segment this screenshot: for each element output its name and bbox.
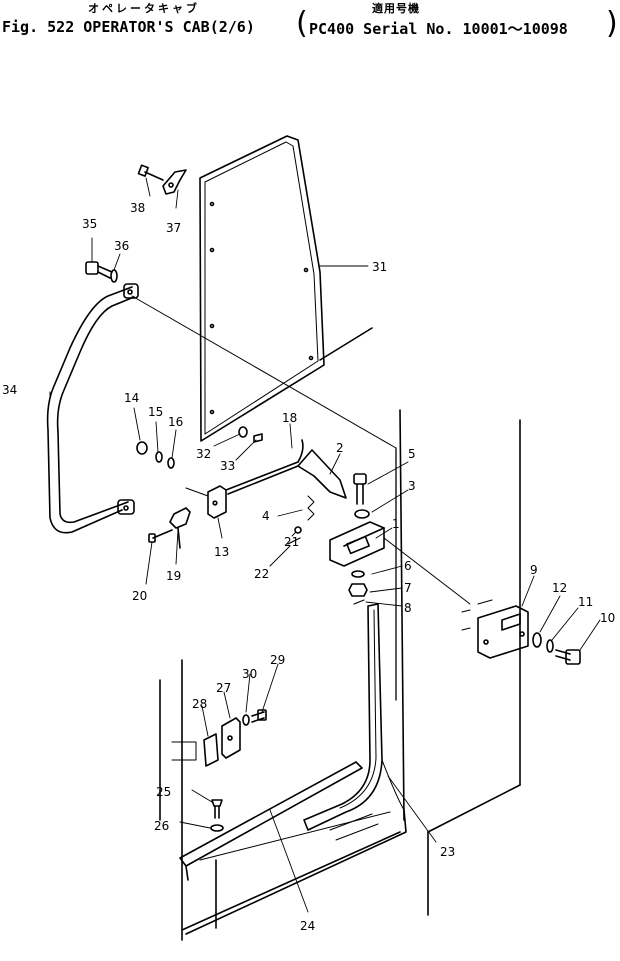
callout-27: 27 (216, 681, 231, 695)
callout-26: 26 (154, 819, 169, 833)
callout-13: 13 (214, 545, 229, 559)
hand-rail (46, 283, 139, 534)
callout-23: 23 (440, 845, 455, 859)
screw-25-washer-26 (210, 799, 224, 832)
striker-plate-9 (461, 599, 581, 665)
callout-19: 19 (166, 569, 181, 583)
callout-4: 4 (262, 509, 270, 523)
callout-29: 29 (270, 653, 285, 667)
callout-21: 21 (284, 535, 299, 549)
callout-24: 24 (300, 919, 315, 933)
callout-36: 36 (114, 239, 129, 253)
callout-10: 10 (600, 611, 615, 625)
callout-22: 22 (254, 567, 269, 581)
cab-frame (159, 659, 401, 941)
callout-5: 5 (408, 447, 416, 461)
hinge-bracket-13 (136, 439, 304, 519)
callout-33: 33 (220, 459, 235, 473)
callout-7: 7 (404, 581, 412, 595)
callout-18: 18 (282, 411, 297, 425)
callout-8: 8 (404, 601, 412, 615)
paren-close: ) (606, 6, 618, 41)
callout-3: 3 (408, 479, 416, 493)
door-seal-23 (303, 603, 405, 831)
callout-1: 1 (392, 517, 400, 531)
door-latch-1 (329, 521, 471, 605)
title-japanese: オペレータキャブ (88, 2, 200, 15)
bracket-27-28 (203, 709, 267, 767)
sill-plate-24 (179, 761, 407, 935)
callout-labels: 31 37 38 35 36 34 14 15 16 18 2 5 3 4 1 … (2, 201, 615, 933)
glass-fasteners (238, 426, 263, 443)
figure-header: オペレータキャブ 適用号機 Fig. 522 OPERATOR'S CAB(2/… (0, 0, 620, 48)
callout-28: 28 (192, 697, 207, 711)
callout-2: 2 (336, 441, 344, 455)
callout-6: 6 (404, 559, 412, 573)
callout-31: 31 (372, 260, 387, 274)
figure-title: Fig. 522 OPERATOR'S CAB(2/6) (2, 18, 255, 36)
latch-bracket (137, 164, 187, 195)
catch-plate-2 (287, 449, 347, 545)
callout-15: 15 (148, 405, 163, 419)
callout-34: 34 (2, 383, 17, 397)
callout-12: 12 (552, 581, 567, 595)
callout-37: 37 (166, 221, 181, 235)
leader-lines (49, 177, 601, 913)
handle-19 (148, 507, 191, 549)
callout-16: 16 (168, 415, 183, 429)
bolt-35-washer-36 (85, 261, 118, 283)
serial-label-japanese: 適用号機 (372, 2, 420, 15)
callout-11: 11 (578, 595, 593, 609)
callout-32: 32 (196, 447, 211, 461)
callout-14: 14 (124, 391, 139, 405)
bolt-5-washer-3 (353, 473, 370, 519)
callout-20: 20 (132, 589, 147, 603)
callout-30: 30 (242, 667, 257, 681)
paren-open: ( (296, 6, 308, 41)
serial-range: PC400 Serial No. 10001～10098 (309, 20, 568, 38)
callout-9: 9 (530, 563, 538, 577)
callout-38: 38 (130, 201, 145, 215)
callout-35: 35 (82, 217, 97, 231)
callout-25: 25 (156, 785, 171, 799)
window-glass (199, 135, 325, 442)
